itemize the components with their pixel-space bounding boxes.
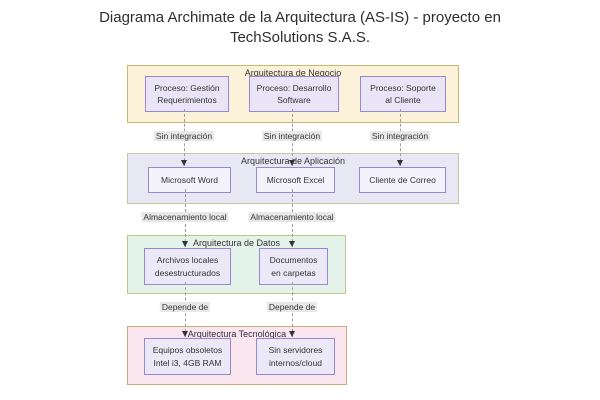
layer-negocio: Arquitectura de Negocio Proceso: Gestión… (127, 65, 459, 123)
arrow-down-icon (182, 241, 188, 247)
edge-label-sin-integracion-2: Sin integración (261, 131, 323, 141)
edge-label-almacenamiento-local-2: Almacenamiento local (248, 212, 336, 222)
node-equipos-obsoletos: Equipos obsoletos Intel i3, 4GB RAM (144, 338, 231, 375)
layer-negocio-title: Arquitectura de Negocio (244, 68, 342, 78)
node-archivos-locales: Archivos locales desestructurados (144, 248, 231, 285)
diagram-title: Diagrama Archimate de la Arquitectura (A… (99, 9, 501, 46)
node-microsoft-word: Microsoft Word (148, 167, 231, 193)
layer-datos: Arquitectura de Datos Archivos locales d… (127, 235, 346, 294)
arrow-down-icon (289, 160, 295, 166)
edge-label-sin-integracion-1: Sin integración (153, 131, 215, 141)
edge-label-depende-de-1: Depende de (159, 302, 211, 312)
layer-tecnologica: Arquitectura Tecnológica Equipos obsolet… (127, 326, 347, 385)
arrow-down-icon (182, 331, 188, 337)
arrow-down-icon (397, 160, 403, 166)
layer-tecnologica-title: Arquitectura Tecnológica (187, 329, 287, 339)
node-proceso-desarrollo-software: Proceso: Desarrollo Software (249, 76, 339, 112)
node-cliente-correo: Cliente de Correo (359, 167, 446, 193)
node-documentos-carpetas: Documentos en carpetas (259, 248, 328, 285)
edge-label-sin-integracion-3: Sin integración (369, 131, 431, 141)
node-proceso-soporte-cliente: Proceso: Soporte al Cliente (360, 76, 446, 112)
node-sin-servidores: Sin servidores internos/cloud (256, 338, 335, 375)
layer-aplicacion: Arquitectura de Aplicación Microsoft Wor… (127, 153, 459, 204)
node-proceso-gestion-requerimientos: Proceso: Gestión Requerimientos (145, 76, 229, 112)
edge-label-depende-de-2: Depende de (266, 302, 318, 312)
arrow-down-icon (181, 160, 187, 166)
arrow-down-icon (289, 241, 295, 247)
layer-datos-title: Arquitectura de Datos (192, 238, 281, 248)
arrow-down-icon (289, 331, 295, 337)
node-microsoft-excel: Microsoft Excel (256, 167, 335, 193)
edge-label-almacenamiento-local-1: Almacenamiento local (141, 212, 229, 222)
